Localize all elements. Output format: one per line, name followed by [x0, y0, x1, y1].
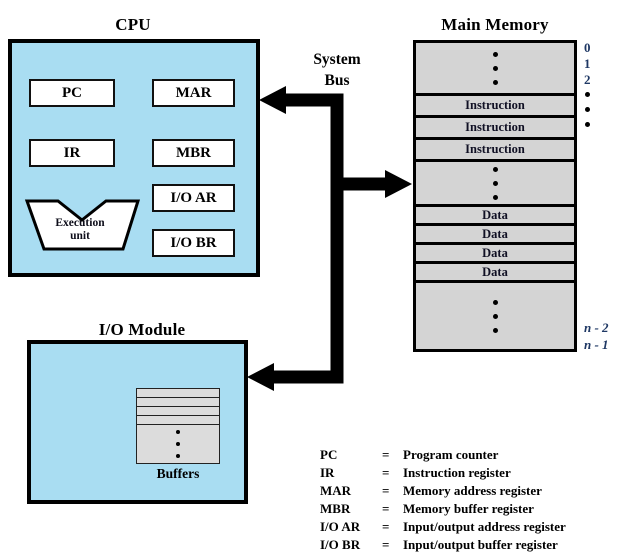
legend: PC = Program counter IR = Instruction re… [320, 446, 615, 554]
legend-term: I/O AR [320, 519, 361, 534]
legend-description: Input/output address register [403, 519, 566, 534]
legend-equals: = [382, 447, 390, 462]
system-bus-line [264, 93, 344, 384]
memory-ellipsis-middle [416, 159, 574, 204]
buffer-row [137, 389, 219, 398]
memory-row-instruction: Instruction [416, 115, 574, 137]
legend-description: Input/output buffer register [403, 537, 558, 552]
memory-row-data: Data [416, 223, 574, 242]
register-ir: IR [29, 139, 115, 167]
legend-description: Memory buffer register [403, 501, 534, 516]
memory-address-0: 0 [584, 40, 591, 55]
arrowhead-to-memory [385, 170, 412, 198]
execution-unit-label: Execution unit [42, 217, 118, 243]
system-bus-label-line1: System [313, 51, 361, 68]
register-mar: MAR [152, 79, 235, 107]
buffer-row [137, 398, 219, 407]
system-bus-label-line2: Bus [324, 72, 350, 89]
memory-address-n-1: n - 1 [584, 337, 609, 352]
execution-unit-label-line2: unit [70, 230, 90, 242]
main-memory-box: Instruction Instruction Instruction Data… [413, 40, 577, 352]
buffers-ellipsis [137, 425, 219, 463]
memory-row-instruction: Instruction [416, 137, 574, 159]
legend-row-mar: MAR = Memory address register [320, 482, 615, 500]
memory-address-2: 2 [584, 72, 591, 87]
legend-term: PC [320, 447, 338, 462]
legend-row-pc: PC = Program counter [320, 446, 615, 464]
register-mbr: MBR [152, 139, 235, 167]
legend-equals: = [382, 483, 390, 498]
legend-description: Program counter [403, 447, 499, 462]
execution-unit-label-line1: Execution [55, 217, 105, 229]
legend-term: MBR [320, 501, 351, 516]
arrowhead-to-io-module [247, 363, 274, 391]
register-io-ar: I/O AR [152, 184, 235, 212]
memory-ellipsis-bottom [416, 280, 574, 349]
legend-row-mbr: MBR = Memory buffer register [320, 500, 615, 518]
legend-term: I/O BR [320, 537, 361, 552]
execution-unit-shape [24, 199, 141, 251]
legend-row-io-ar: I/O AR = Input/output address register [320, 518, 615, 536]
legend-row-io-br: I/O BR = Input/output buffer register [320, 536, 615, 554]
arrowhead-to-cpu [259, 86, 286, 114]
memory-address-1: 1 [584, 56, 591, 71]
memory-row-instruction: Instruction [416, 93, 574, 115]
register-pc: PC [29, 79, 115, 107]
main-memory-title: Main Memory [441, 15, 549, 34]
system-bus-label: System Bus [296, 49, 378, 91]
buffer-row [137, 416, 219, 425]
buffers-label: Buffers [156, 466, 200, 481]
cpu-title: CPU [115, 15, 151, 34]
legend-equals: = [382, 465, 390, 480]
memory-row-data: Data [416, 242, 574, 261]
legend-row-ir: IR = Instruction register [320, 464, 615, 482]
legend-description: Memory address register [403, 483, 542, 498]
memory-ellipsis-top [416, 43, 574, 93]
memory-address-n-2: n - 2 [584, 320, 609, 335]
memory-address-ellipsis [585, 92, 590, 127]
io-module-title: I/O Module [98, 320, 186, 339]
legend-term: MAR [320, 483, 352, 498]
buffers-stack [136, 388, 220, 464]
legend-term: IR [320, 465, 335, 480]
legend-equals: = [382, 519, 390, 534]
legend-description: Instruction register [403, 465, 511, 480]
memory-row-data: Data [416, 204, 574, 223]
legend-equals: = [382, 537, 390, 552]
register-io-br: I/O BR [152, 229, 235, 257]
legend-equals: = [382, 501, 390, 516]
buffer-row [137, 407, 219, 416]
memory-row-data: Data [416, 261, 574, 280]
